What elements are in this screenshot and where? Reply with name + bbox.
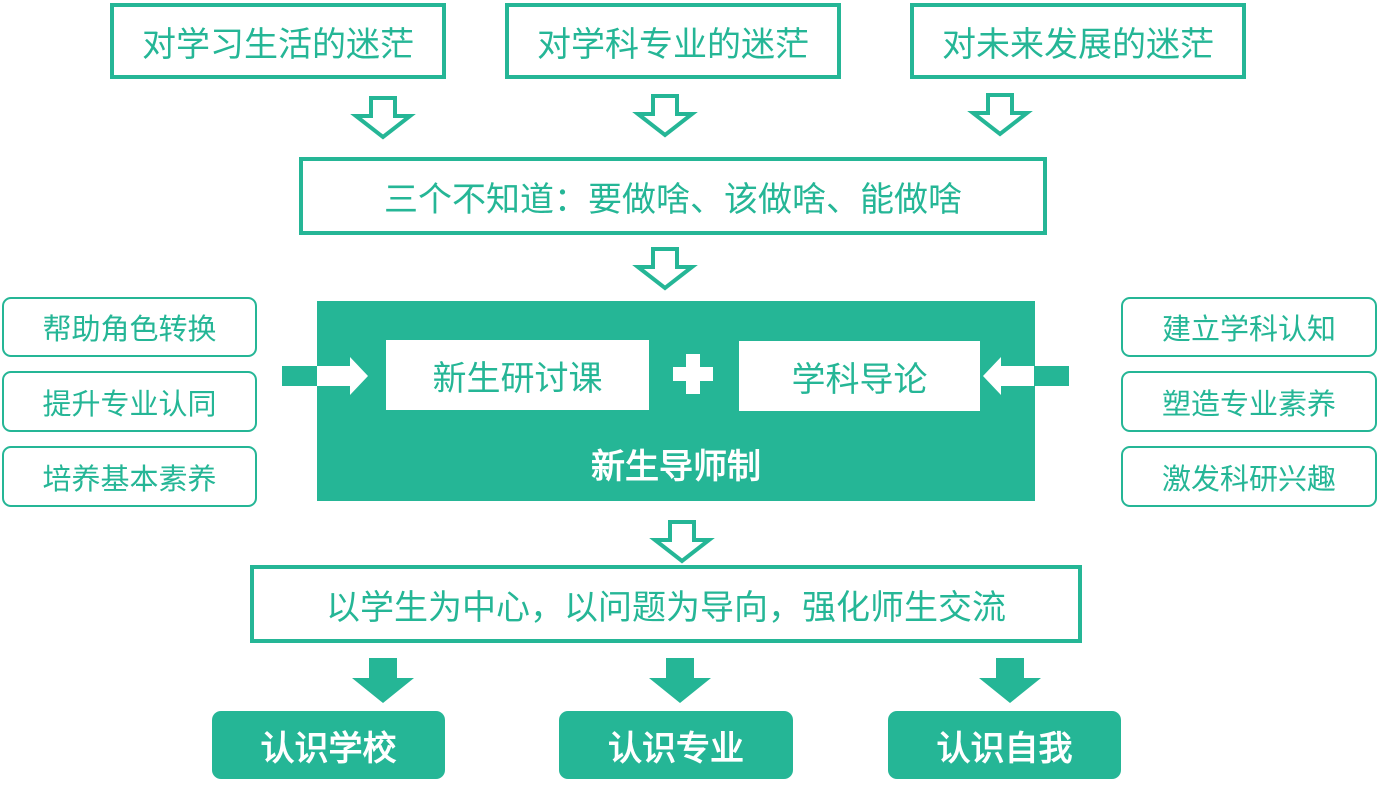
hollow-down-arrow-icon <box>350 96 416 140</box>
left-goal-basic-literacy: 培养基本素养 <box>2 446 257 507</box>
left-arrow-icon <box>983 357 1069 395</box>
hollow-down-arrow-icon <box>632 94 698 138</box>
hollow-down-arrow-icon <box>967 93 1033 137</box>
solid-down-arrow-icon <box>649 658 711 703</box>
mentor-system-title: 新生导师制 <box>591 447 761 487</box>
outcome-know-major: 认识专业 <box>559 711 793 779</box>
outcome-know-school: 认识学校 <box>212 711 445 779</box>
discipline-intro-box: 学科导论 <box>739 341 980 411</box>
hollow-down-arrow-icon <box>632 247 698 291</box>
hollow-down-arrow-icon <box>649 520 715 564</box>
confusion-box-future: 对未来发展的迷茫 <box>910 3 1246 79</box>
principle-box: 以学生为中心，以问题为导向，强化师生交流 <box>250 565 1082 643</box>
solid-down-arrow-icon <box>979 658 1041 703</box>
three-unknowns-box: 三个不知道：要做啥、该做啥、能做啥 <box>299 157 1047 235</box>
confusion-box-study-life: 对学习生活的迷茫 <box>110 3 446 79</box>
left-goal-major-identity: 提升专业认同 <box>2 371 257 432</box>
confusion-box-major: 对学科专业的迷茫 <box>505 3 841 79</box>
mentor-system-block: 新生研讨课 学科导论 新生导师制 <box>317 301 1035 501</box>
freshman-seminar-box: 新生研讨课 <box>386 340 649 410</box>
left-goal-role-transition: 帮助角色转换 <box>2 297 257 357</box>
right-arrow-icon <box>282 357 368 395</box>
solid-down-arrow-icon <box>352 658 414 703</box>
right-goal-discipline-cognition: 建立学科认知 <box>1121 297 1377 357</box>
outcome-know-self: 认识自我 <box>888 711 1121 779</box>
right-goal-professional-literacy: 塑造专业素养 <box>1121 371 1377 432</box>
right-goal-research-interest: 激发科研兴趣 <box>1121 446 1377 507</box>
